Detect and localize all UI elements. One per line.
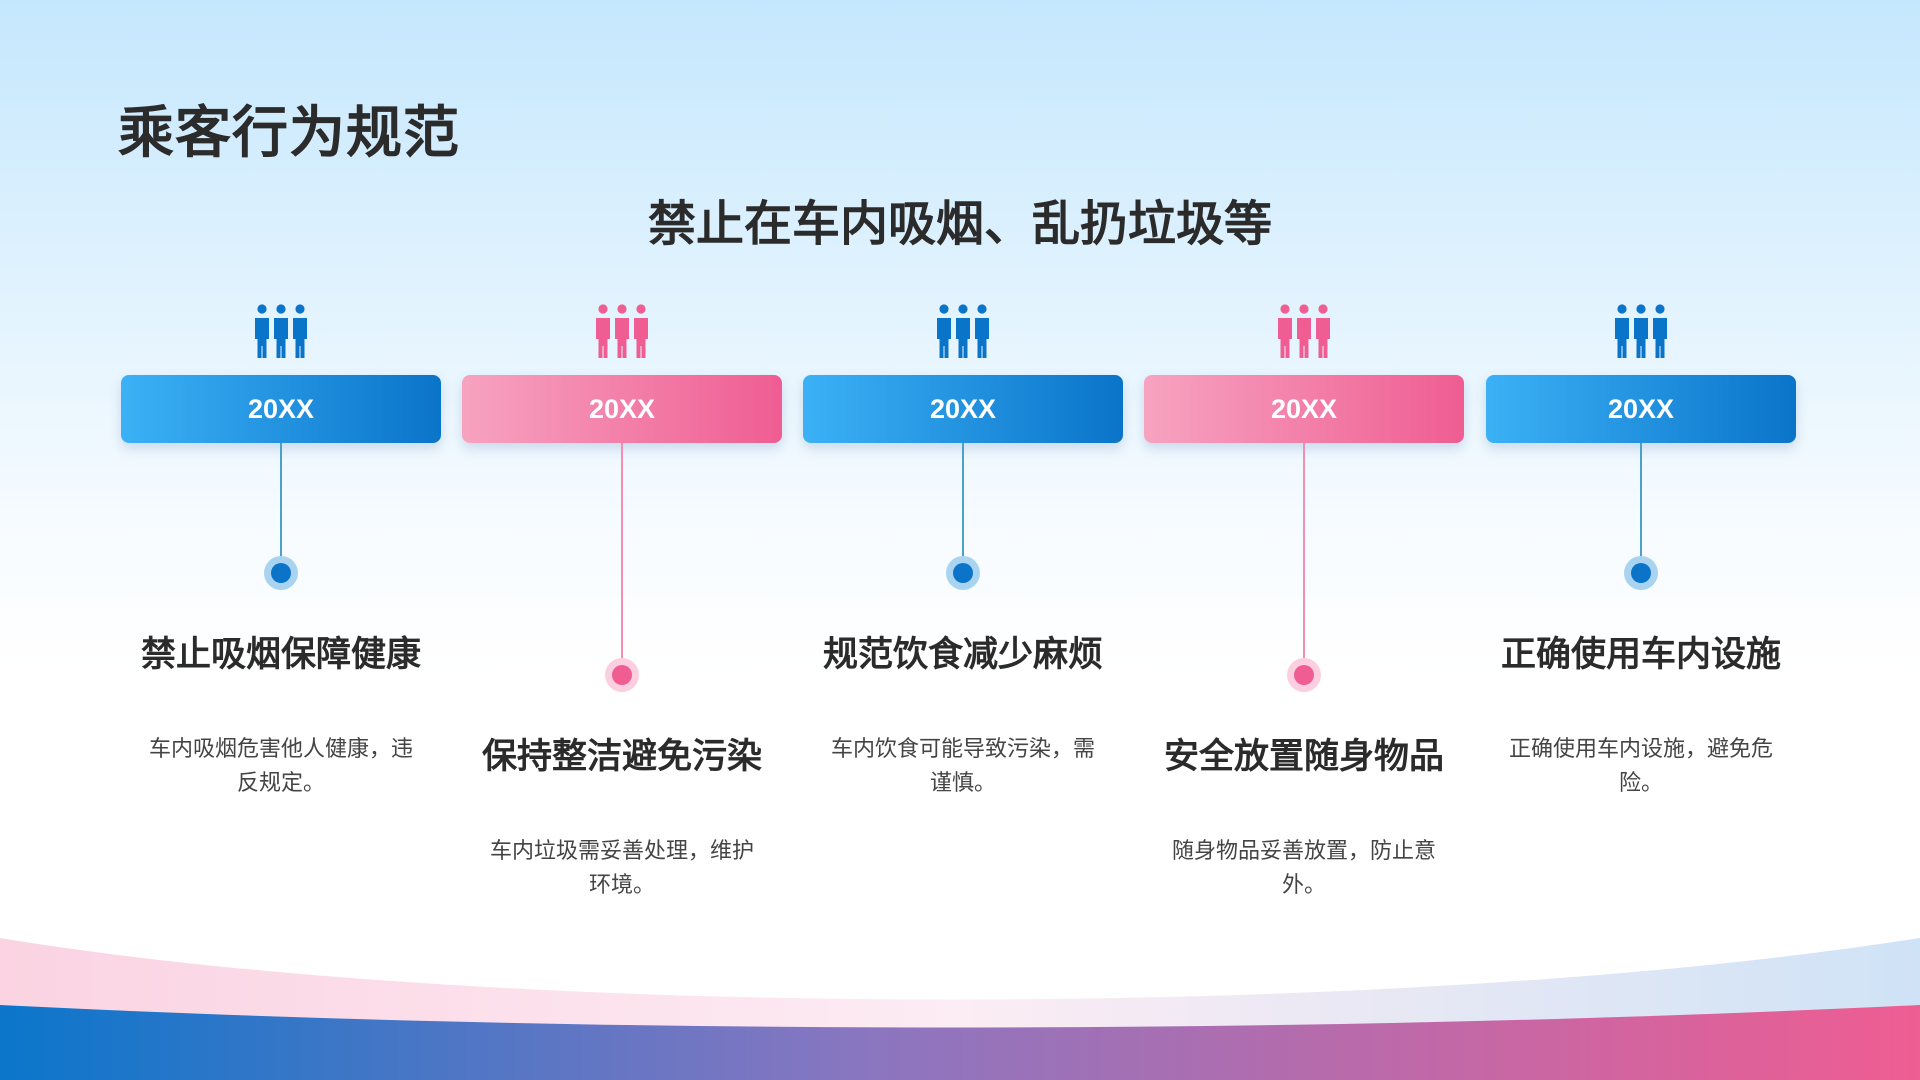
timeline-item-3: 20XX 规范饮食减少麻烦 车内饮食可能导致污染，需谨慎。 bbox=[803, 0, 1123, 1080]
timeline-connector bbox=[1303, 443, 1305, 675]
timeline-dot bbox=[271, 563, 291, 583]
people-group-icon bbox=[937, 304, 989, 358]
year-label: 20XX bbox=[462, 375, 782, 443]
timeline-connector bbox=[962, 443, 964, 573]
timeline-item-4: 20XX 安全放置随身物品 随身物品妥善放置，防止意外。 bbox=[1144, 0, 1464, 1080]
timeline-connector bbox=[621, 443, 623, 675]
timeline-item-2: 20XX 保持整洁避免污染 车内垃圾需妥善处理，维护环境。 bbox=[462, 0, 782, 1080]
item-heading: 安全放置随身物品 bbox=[1164, 737, 1445, 776]
people-group-icon bbox=[255, 304, 307, 358]
timeline-connector bbox=[1640, 443, 1642, 573]
timeline-item-5: 20XX 正确使用车内设施 正确使用车内设施，避免危险。 bbox=[1486, 0, 1796, 1080]
people-group-icon bbox=[596, 304, 648, 358]
timeline-dot bbox=[953, 563, 973, 583]
item-description: 车内饮食可能导致污染，需谨慎。 bbox=[830, 736, 1095, 795]
timeline-dot bbox=[1631, 563, 1651, 583]
timeline-item-1: 20XX 禁止吸烟保障健康 车内吸烟危害他人健康，违反规定。 bbox=[121, 0, 441, 1080]
item-description: 正确使用车内设施，避免危险。 bbox=[1508, 736, 1773, 795]
item-heading: 规范饮食减少麻烦 bbox=[823, 635, 1104, 674]
year-label: 20XX bbox=[1144, 375, 1464, 443]
item-heading: 正确使用车内设施 bbox=[1501, 635, 1782, 674]
year-label: 20XX bbox=[121, 375, 441, 443]
timeline-connector bbox=[280, 443, 282, 573]
item-description: 车内垃圾需妥善处理，维护环境。 bbox=[489, 838, 754, 897]
subtitle: 禁止在车内吸烟、乱扔垃圾等 bbox=[647, 198, 1272, 251]
timeline-dot bbox=[612, 665, 632, 685]
item-heading: 禁止吸烟保障健康 bbox=[141, 635, 422, 674]
item-heading: 保持整洁避免污染 bbox=[482, 737, 763, 776]
page-title: 乘客行为规范 bbox=[118, 101, 460, 164]
timeline-dot bbox=[1294, 665, 1314, 685]
people-group-icon bbox=[1278, 304, 1330, 358]
year-label: 20XX bbox=[1486, 375, 1796, 443]
bottom-wave-decoration bbox=[0, 938, 1920, 1080]
year-label: 20XX bbox=[803, 375, 1123, 443]
people-group-icon bbox=[1615, 304, 1667, 358]
item-description: 车内吸烟危害他人健康，违反规定。 bbox=[148, 736, 413, 795]
item-description: 随身物品妥善放置，防止意外。 bbox=[1171, 838, 1436, 897]
